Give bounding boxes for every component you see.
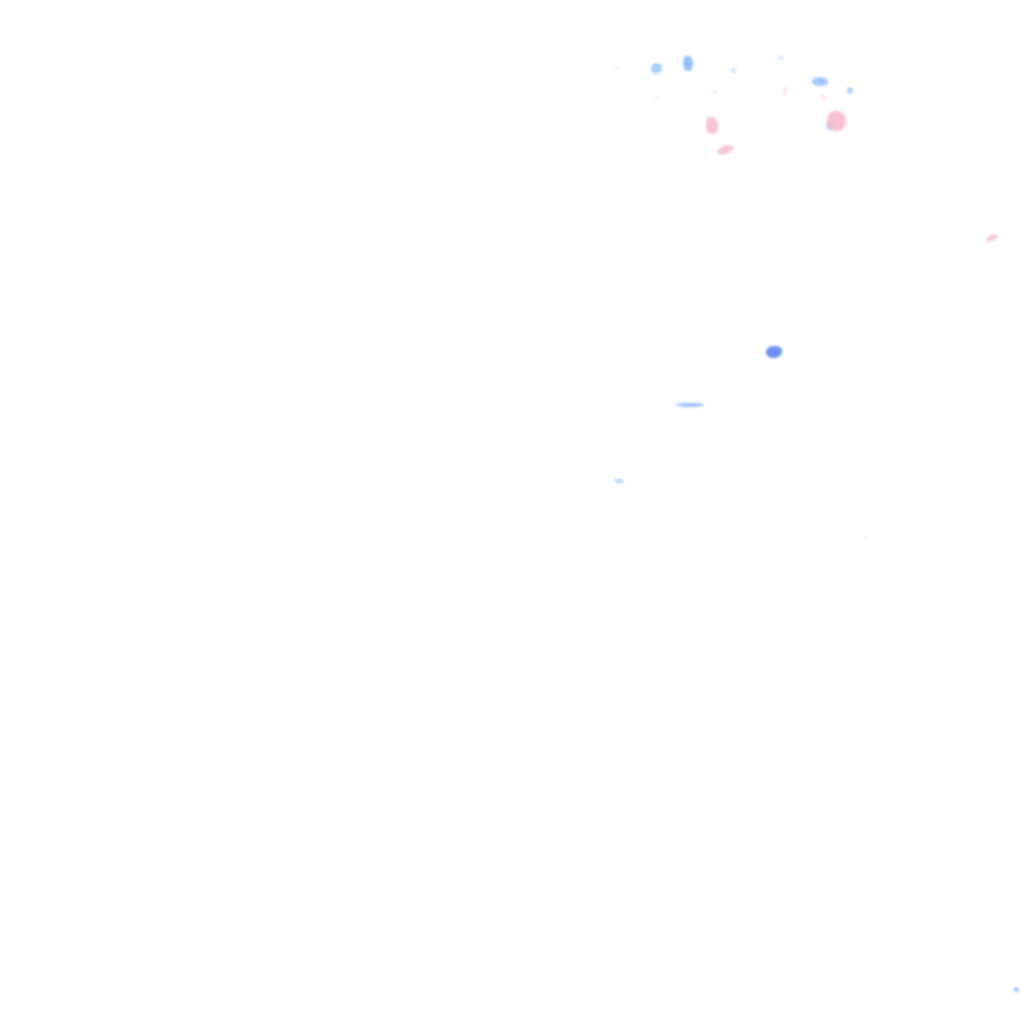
blue-speck <box>778 56 784 60</box>
blue-speck <box>812 77 828 86</box>
blue-speck <box>865 536 868 539</box>
blue-speck <box>766 346 782 358</box>
blue-speck <box>651 63 662 74</box>
blue-dash <box>676 403 704 407</box>
blue-speck <box>615 67 619 70</box>
pink-speck <box>820 94 825 100</box>
pink-speck <box>827 111 846 131</box>
blue-speck <box>683 56 693 71</box>
blue-speck <box>713 90 717 94</box>
blue-dash <box>614 479 624 483</box>
pink-speck <box>783 86 787 96</box>
blue-speck <box>847 87 853 94</box>
blue-speck <box>655 96 659 99</box>
pink-speck <box>716 143 735 157</box>
blue-speck <box>731 68 736 73</box>
blue-speck <box>1014 987 1019 992</box>
pink-speck <box>706 117 718 134</box>
pink-speck <box>985 232 999 244</box>
